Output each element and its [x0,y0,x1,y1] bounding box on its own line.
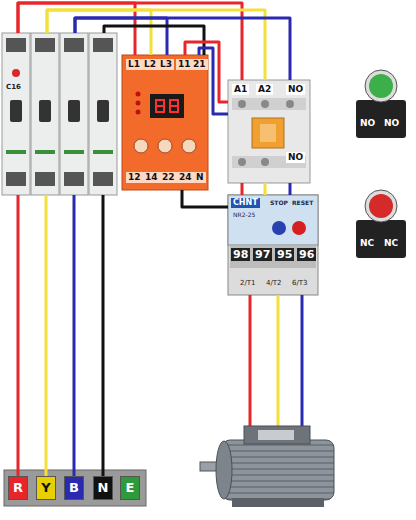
terminal-label: 97 [253,248,272,261]
wire [264,183,267,195]
terminal-label: L3 [158,59,174,70]
terminal-label: N [94,477,112,499]
contactor: A1A2NONO [228,80,310,183]
wire-connector [18,195,19,476]
terminal-label: N [194,172,206,183]
terminal-label: R [9,477,27,499]
wire [182,190,228,207]
contactor [228,80,310,183]
terminal-label: RESET [290,199,315,206]
terminal-label: L1 [126,59,142,70]
push-button-green [356,70,406,138]
terminal-label: NO [286,84,305,95]
push-button: NC NC [352,186,410,262]
terminal-label: 6/T3 [290,279,310,287]
terminal-label: NO [382,118,401,129]
wire [185,42,228,102]
wire [45,195,48,476]
terminal-box: E [120,476,140,500]
terminal-label: NC [382,238,400,249]
terminal-label: 14 [143,172,160,183]
terminal-label: 12 [126,172,143,183]
terminal-box: N [93,476,113,500]
wire [75,18,167,55]
wire-connector [46,195,47,476]
wire [75,18,290,80]
wire-connector [74,195,75,476]
terminal-box: R [8,476,28,500]
terminal-label: 24 [177,172,194,183]
wire [289,183,292,195]
terminal-label: Y [37,477,55,499]
wire [102,195,105,476]
motor [200,426,334,507]
terminal-label: 2/T1 [238,279,258,287]
wire [47,10,265,80]
wire-connector [103,195,104,476]
wire [199,48,228,114]
terminal-label: STOP [268,199,290,206]
terminal-label: NR2-25 [231,211,257,218]
terminal-label: NC [358,238,376,249]
terminal-label: 22 [160,172,177,183]
push-button-red [356,190,406,258]
mcb-breaker [2,33,117,195]
terminal-label: E [121,477,139,499]
terminal-label: A1 [232,84,249,95]
terminal-label: 95 [275,248,294,261]
terminal-label: 21 [191,59,208,70]
wire [73,195,76,476]
wire-connector [182,190,228,207]
overload-relay [228,195,318,295]
wire-connector [242,183,290,195]
phase-relay: L1L2L3112112142224N [122,55,209,190]
wire-connector [18,3,290,80]
terminal-strip [4,470,146,506]
terminal-label: CHNT [231,198,260,208]
terminal-label: 98 [231,248,250,261]
overload-relay: CHNT NR2-25 STOPRESET 98979596 2/T1 4/T2 6/T3 [228,195,318,295]
push-button: NO NO [352,66,410,142]
motor-wire [249,295,252,428]
wire [241,183,244,195]
wire [17,195,20,476]
terminal-label: 4/T2 [264,279,284,287]
terminal-label: A2 [256,84,273,95]
terminal-label: L2 [142,59,158,70]
terminal-box: Y [36,476,56,500]
terminal-label: NO [358,118,377,129]
terminal-label: NO [286,152,305,163]
motor-wire [277,295,280,428]
terminal-box: B [64,476,84,500]
wire-connector [185,42,228,114]
terminal-label: C16 [4,83,23,91]
terminal-label: B [65,477,83,499]
terminal-label: 96 [297,248,316,261]
motor-wire [301,295,304,428]
mcb-breaker: C16 [2,33,118,195]
phase-failure-relay [122,55,208,190]
